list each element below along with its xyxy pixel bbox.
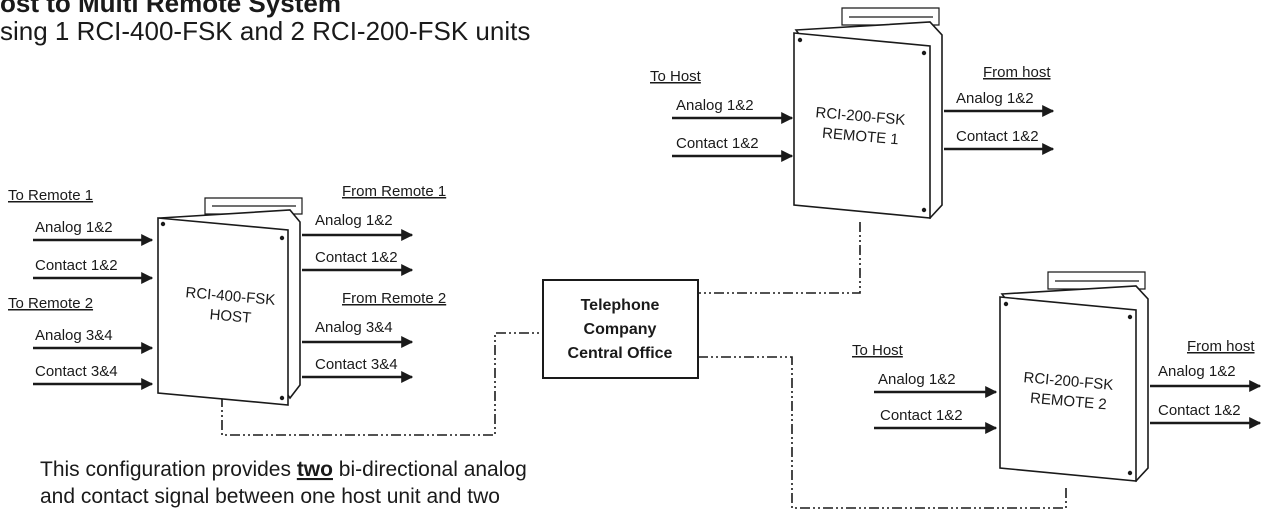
host-out-analog-12-label: Analog 1&2 (315, 212, 393, 229)
central-office-line3: Central Office (568, 345, 673, 362)
remote2-in-title: To Host (852, 342, 904, 359)
host-out-analog-34-label: Analog 3&4 (315, 319, 393, 336)
diagram-title: ost to Multi Remote System (0, 0, 341, 18)
remote1-out-title: From host (983, 64, 1051, 81)
remote1-unit: RCI-200-FSK REMOTE 1 (793, 7, 943, 220)
remote2-out-analog-label: Analog 1&2 (1158, 363, 1236, 380)
remote1-in-contact-label: Contact 1&2 (676, 135, 759, 152)
host-out-contact-34-label: Contact 3&4 (315, 356, 398, 373)
description-line1: This configuration provides two bi-direc… (40, 458, 527, 481)
remote1-in-analog-label: Analog 1&2 (676, 97, 754, 114)
central-office-line1: Telephone (581, 297, 660, 314)
host-role-label: HOST (209, 306, 252, 327)
remote1-out-contact-label: Contact 1&2 (956, 128, 1039, 145)
host-unit: RCI-400-FSK HOST (157, 197, 303, 406)
host-in-group2-title: To Remote 2 (8, 295, 93, 312)
phone-line-remote2 (698, 356, 1067, 509)
remote1-in-title: To Host (650, 68, 702, 85)
host-in-contact-12-label: Contact 1&2 (35, 257, 118, 274)
central-office-line2: Company (584, 321, 657, 338)
description-line1-before: This configuration provides (40, 458, 297, 481)
remote2-in-analog-label: Analog 1&2 (878, 371, 956, 388)
remote1-out-analog-label: Analog 1&2 (956, 90, 1034, 107)
remote1-role-label: REMOTE 1 (821, 125, 899, 149)
remote2-role-label: REMOTE 2 (1029, 390, 1107, 414)
remote2-out-title: From host (1187, 338, 1255, 355)
host-in-analog-34-label: Analog 3&4 (35, 327, 113, 344)
phone-line-host (221, 332, 543, 436)
host-out-contact-12-label: Contact 1&2 (315, 249, 398, 266)
description-line1-after: bi-directional analog (333, 458, 527, 481)
diagram-subtitle: sing 1 RCI-400-FSK and 2 RCI-200-FSK uni… (0, 16, 530, 46)
description-line2: and contact signal between one host unit… (40, 485, 500, 508)
host-out-group1-title: From Remote 1 (342, 183, 446, 200)
host-out-group2-title: From Remote 2 (342, 290, 446, 307)
remote2-in-contact-label: Contact 1&2 (880, 407, 963, 424)
host-in-group1-title: To Remote 1 (8, 187, 93, 204)
remote2-unit: RCI-200-FSK REMOTE 2 (999, 271, 1149, 483)
host-in-analog-12-label: Analog 1&2 (35, 219, 113, 236)
phone-line-remote1 (698, 222, 861, 294)
description-emphasis: two (297, 458, 333, 481)
central-office-box: Telephone Company Central Office (542, 279, 699, 379)
remote2-out-contact-label: Contact 1&2 (1158, 402, 1241, 419)
host-in-contact-34-label: Contact 3&4 (35, 363, 118, 380)
